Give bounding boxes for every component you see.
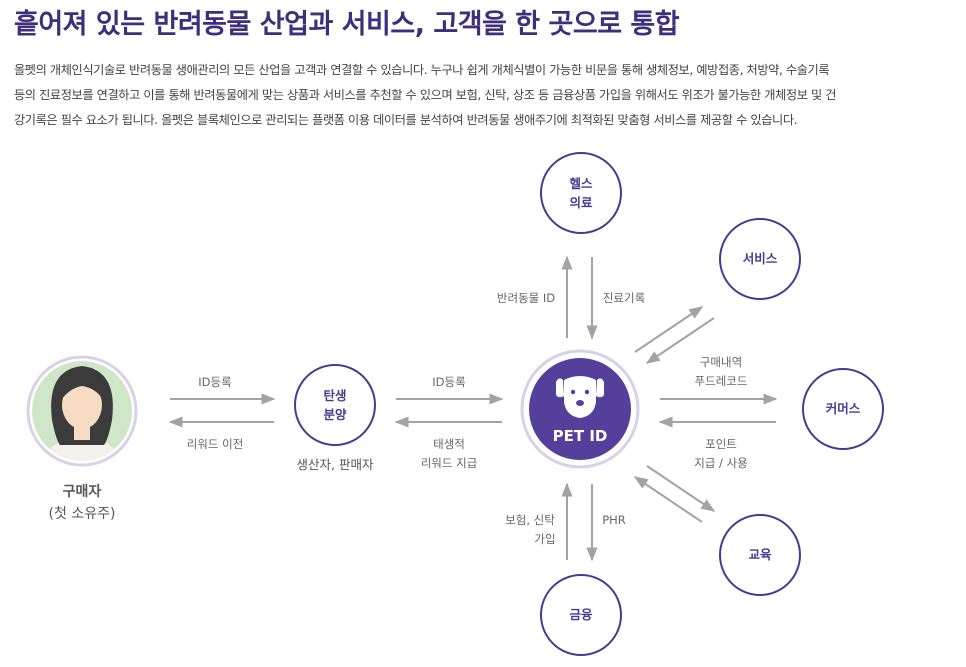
buyer-sublabel: (첫 소유주) xyxy=(49,506,116,522)
arrow-education-to-center xyxy=(633,476,703,523)
finance-node: 금융 xyxy=(540,574,622,656)
description-line: 등의 진료정보를 연결하고 이를 통해 반려동물에게 맞는 상품과 서비스를 추… xyxy=(14,88,837,102)
education-node: 교육 xyxy=(719,514,801,596)
finance-label: 금융 xyxy=(569,607,593,622)
person-icon xyxy=(40,366,124,461)
edge-label-center-to-birth-2: 리워드 지급 xyxy=(421,456,478,470)
page-description: 올펫의 개체인식기술로 반려동물 생애관리의 모든 산업을 고객과 연결할 수 … xyxy=(14,58,939,133)
arrow-service-to-center xyxy=(645,317,715,364)
edge-label-health-up: 반려동물 ID xyxy=(497,291,555,305)
dog-face-icon xyxy=(556,376,604,418)
arrow-center-to-education xyxy=(646,465,716,512)
birth-label-line1: 탄생 xyxy=(323,388,346,403)
service-node: 서비스 xyxy=(719,218,801,300)
health-label-line2: 의료 xyxy=(569,195,593,210)
birth-node: 탄생 분양 xyxy=(294,364,376,446)
description-line: 강기록은 필수 요소가 됩니다. 올펫은 블록체인으로 관리되는 플랫폼 이용 … xyxy=(14,113,798,127)
health-label-line1: 헬스 xyxy=(569,176,593,191)
edge-label-finance-up-2: 가입 xyxy=(534,532,555,546)
commerce-label: 커머스 xyxy=(826,401,861,416)
commerce-node: 커머스 xyxy=(802,368,884,450)
edge-label-finance-up-1: 보험, 신탁 xyxy=(505,513,555,527)
edge-label-commerce-top-2: 푸드레코드 xyxy=(695,374,748,388)
edge-label-finance-down: PHR xyxy=(602,513,626,527)
pet-id-label: PET ID xyxy=(553,427,608,445)
edge-label-commerce-top-1: 구매내역 xyxy=(700,355,742,369)
edge-label-commerce-bottom-2: 지급 / 사용 xyxy=(694,456,748,470)
edge-label-commerce-bottom-1: 포인트 xyxy=(705,437,737,451)
description-line: 올펫의 개체인식기술로 반려동물 생애관리의 모든 산업을 고객과 연결할 수 … xyxy=(14,63,830,77)
birth-label-line2: 분양 xyxy=(323,407,347,422)
edge-label-health-down: 진료기록 xyxy=(603,291,645,305)
buyer-label: 구매자 xyxy=(63,484,102,500)
pet-id-node: PET ID xyxy=(520,349,640,469)
edge-label-birth-to-buyer: 리워드 이전 xyxy=(187,437,244,451)
service-label: 서비스 xyxy=(743,251,778,266)
arrow-center-to-service xyxy=(634,306,704,353)
health-node: 헬스 의료 xyxy=(540,152,622,234)
edge-label-birth-to-center: ID등록 xyxy=(432,375,465,389)
buyer-node xyxy=(26,355,138,467)
education-label: 교육 xyxy=(748,547,772,562)
page-title: 흩어져 있는 반려동물 산업과 서비스, 고객을 한 곳으로 통합 xyxy=(14,9,680,40)
birth-caption: 생산자, 판매자 xyxy=(297,457,374,472)
edge-label-center-to-birth-1: 태생적 xyxy=(433,437,465,451)
edge-label-buyer-to-birth: ID등록 xyxy=(198,375,231,389)
